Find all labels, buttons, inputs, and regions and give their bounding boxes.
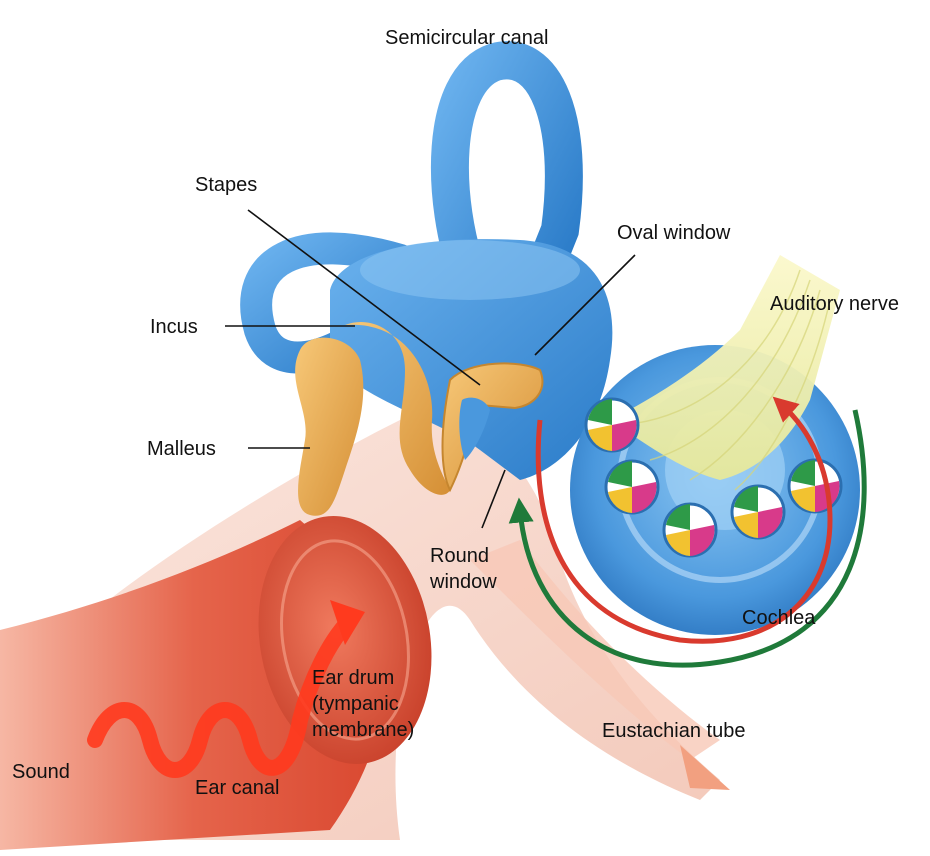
- label-cochlea: Cochlea: [742, 607, 816, 629]
- label-oval-window: Oval window: [617, 222, 731, 244]
- label-round-window-line1: Round: [430, 545, 489, 567]
- label-ear-canal: Ear canal: [195, 777, 280, 799]
- vestibule-highlight: [360, 240, 580, 300]
- label-ear-drum-line3: membrane): [312, 719, 414, 741]
- label-incus: Incus: [150, 316, 198, 338]
- label-sound: Sound: [12, 761, 70, 783]
- label-eustachian-tube: Eustachian tube: [602, 720, 745, 742]
- label-malleus: Malleus: [147, 438, 216, 460]
- label-ear-drum-line1: Ear drum: [312, 667, 394, 689]
- label-semicircular-canal: Semicircular canal: [385, 27, 548, 49]
- label-ear-drum-line2: (tympanic: [312, 693, 399, 715]
- label-round-window-line2: window: [429, 571, 497, 593]
- label-auditory-nerve: Auditory nerve: [770, 293, 899, 315]
- label-stapes: Stapes: [195, 174, 257, 196]
